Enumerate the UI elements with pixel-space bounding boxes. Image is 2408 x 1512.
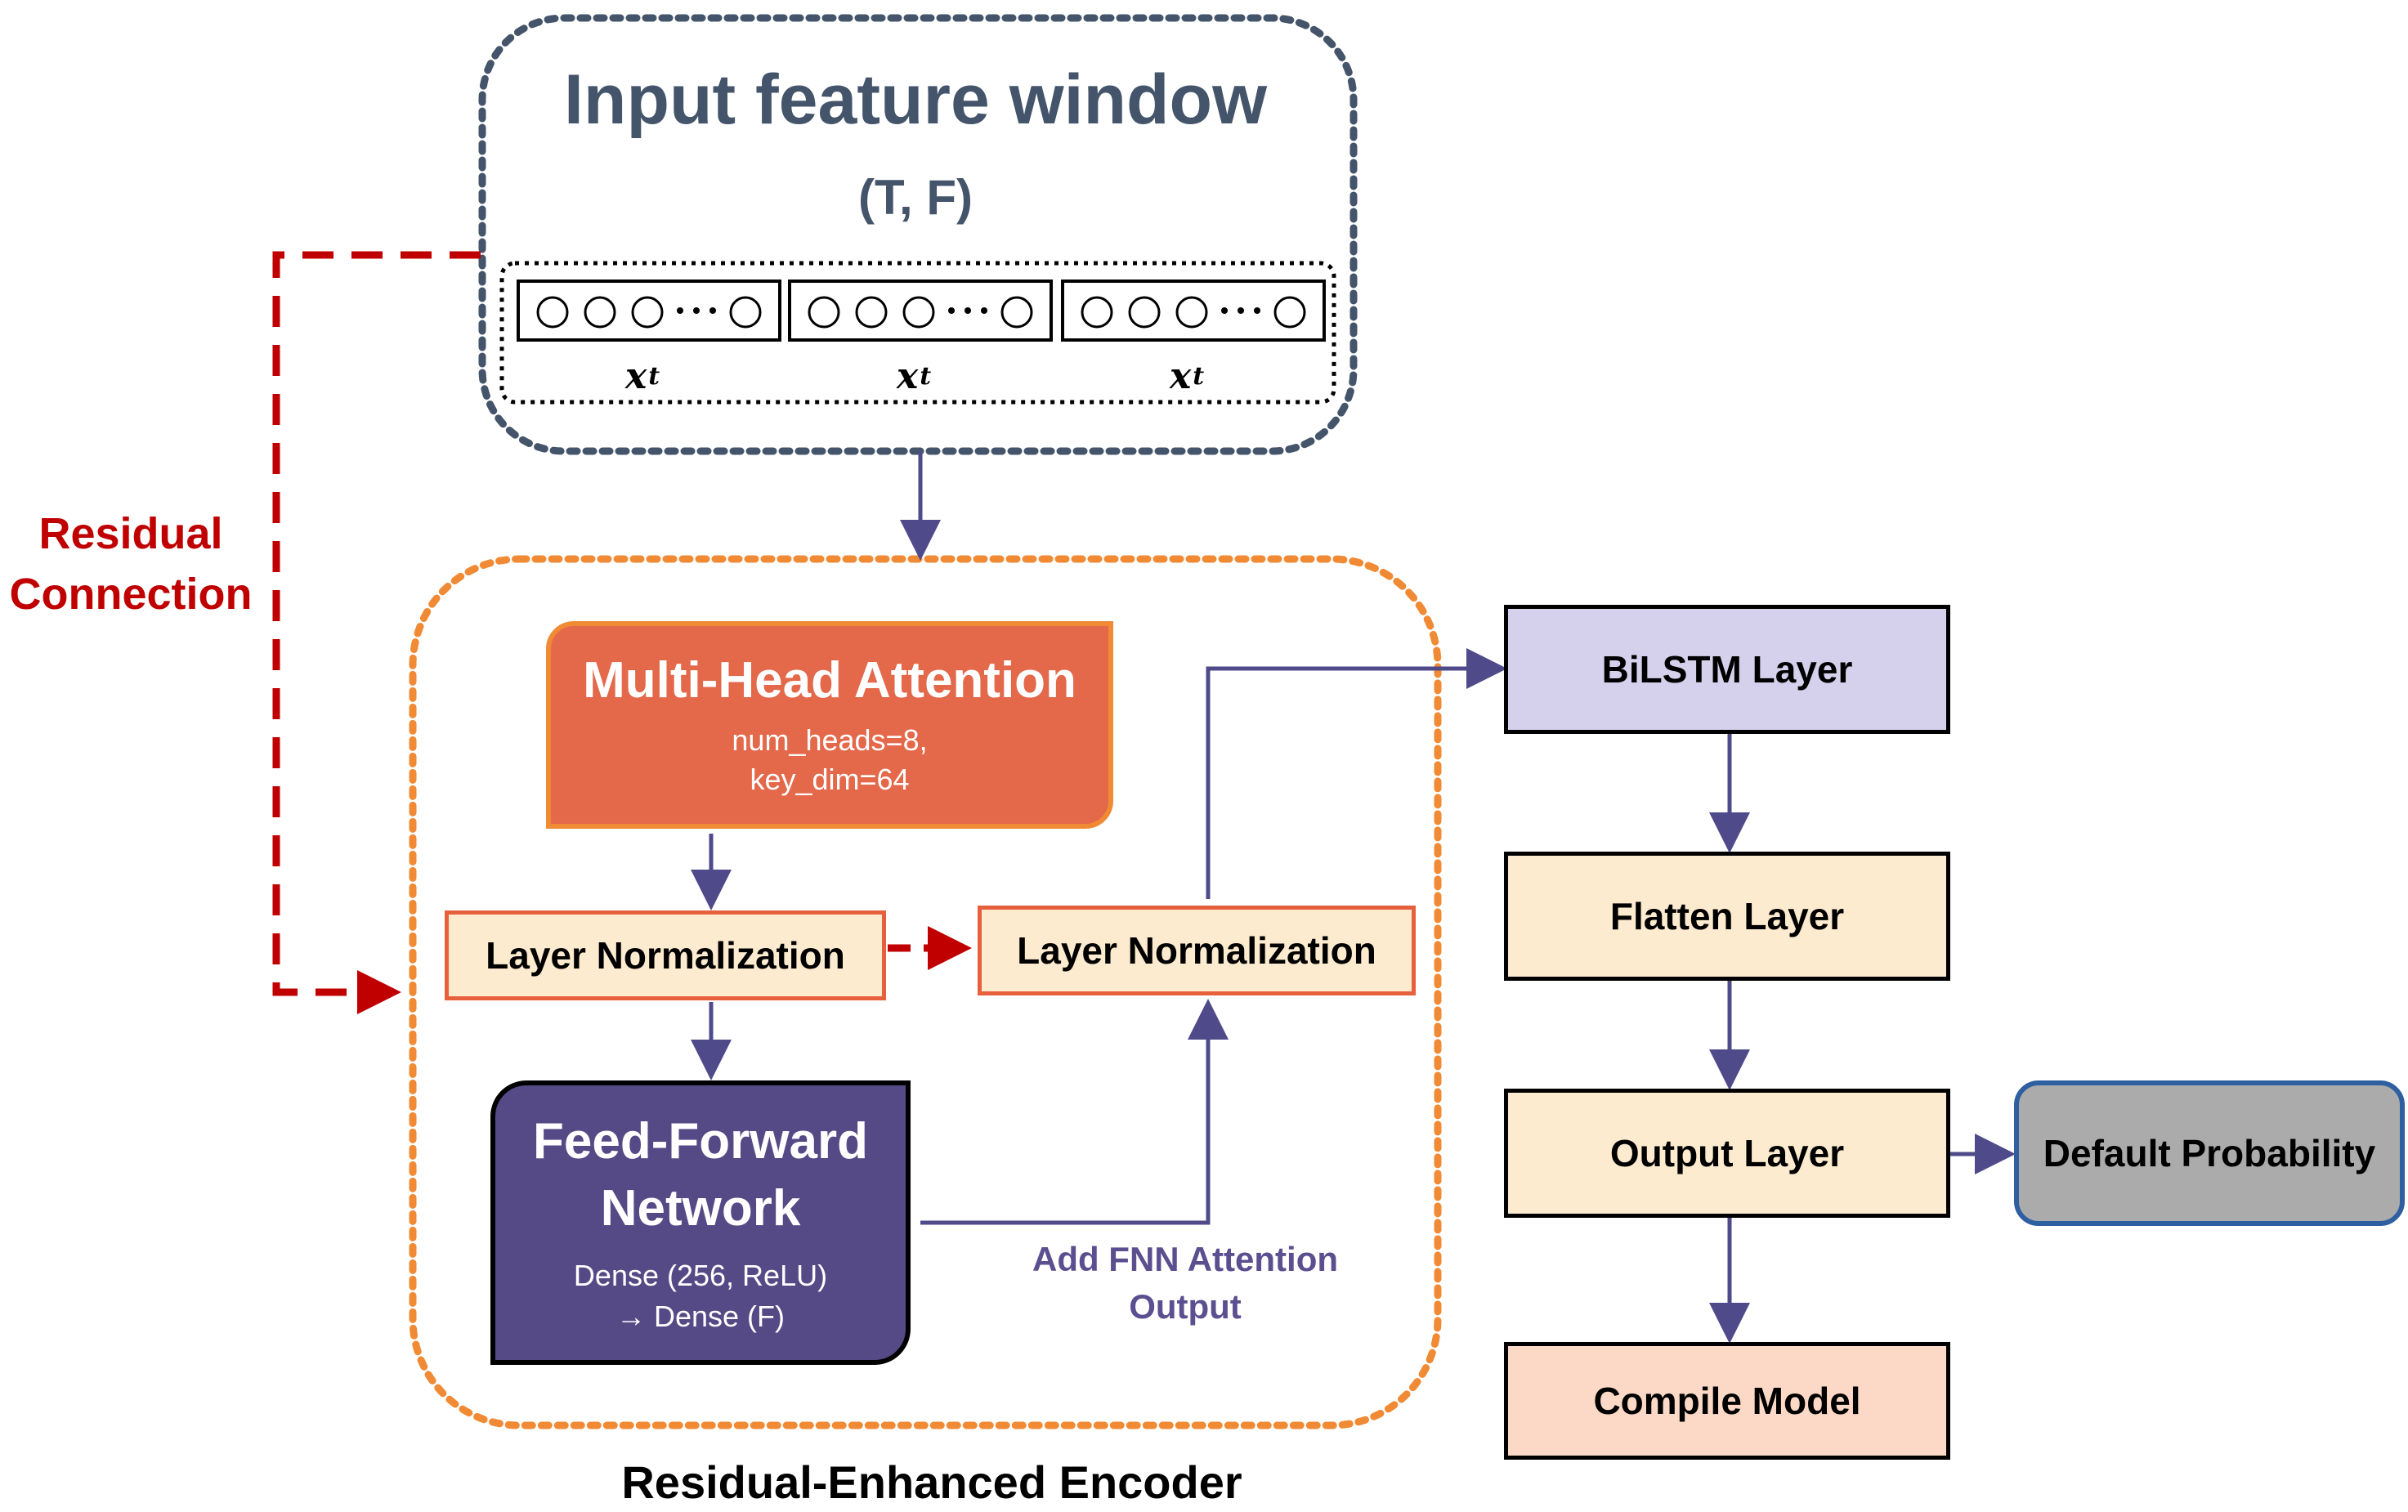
feed-forward-network-block: Feed-Forward Network Dense (256, ReLU) →…: [490, 1080, 911, 1365]
add-fnn-attention-output-label: Add FNN Attention Output: [981, 1234, 1390, 1332]
token-box-2: [788, 280, 1053, 342]
input-shape-label: (T, F): [858, 169, 973, 225]
mha-param-heads: num_heads=8,: [732, 722, 928, 757]
mha-title: Multi-Head Attention: [583, 651, 1076, 709]
encoder-caption: Residual-Enhanced Encoder: [621, 1456, 1242, 1508]
input-window-container: [478, 14, 1358, 455]
input-window-title: Input feature window: [564, 60, 1267, 139]
add-label-line2: Output: [1129, 1287, 1242, 1326]
compile-model-box: Compile Model: [1504, 1342, 1950, 1460]
residual-connection-path: [272, 251, 481, 1014]
layer-normalization-2: Layer Normalization: [978, 906, 1416, 995]
residual-connection-label: Residual Connection: [0, 499, 262, 629]
bilstm-layer-box: BiLSTM Layer: [1504, 605, 1950, 734]
output-layer-box: Output Layer: [1504, 1089, 1950, 1218]
flatten-layer-box: Flatten Layer: [1504, 852, 1950, 981]
mha-param-keydim: key_dim=64: [750, 762, 910, 796]
token-box-3: [1061, 280, 1326, 342]
arrow-ln2-to-bilstm: [1206, 648, 1507, 899]
default-probability-box: Default Probability: [2014, 1080, 2405, 1226]
ffn-title-line2: Network: [600, 1180, 801, 1237]
residual-label-line1: Residual: [38, 509, 223, 558]
ffn-param-dense2: → Dense (F): [615, 1300, 786, 1333]
token-strip: [499, 261, 1336, 405]
ffn-title-line1: Feed-Forward: [533, 1113, 868, 1170]
residual-label-line2: Connection: [9, 570, 253, 619]
token-box-1: [517, 280, 781, 342]
arrow-ffn-to-ln2: [920, 999, 1229, 1225]
layer-normalization-1: Layer Normalization: [445, 910, 886, 1000]
add-label-line1: Add FNN Attention: [1032, 1240, 1339, 1278]
ffn-param-dense1: Dense (256, ReLU): [573, 1259, 828, 1292]
multi-head-attention-block: Multi-Head Attention num_heads=8, key_di…: [546, 621, 1113, 829]
